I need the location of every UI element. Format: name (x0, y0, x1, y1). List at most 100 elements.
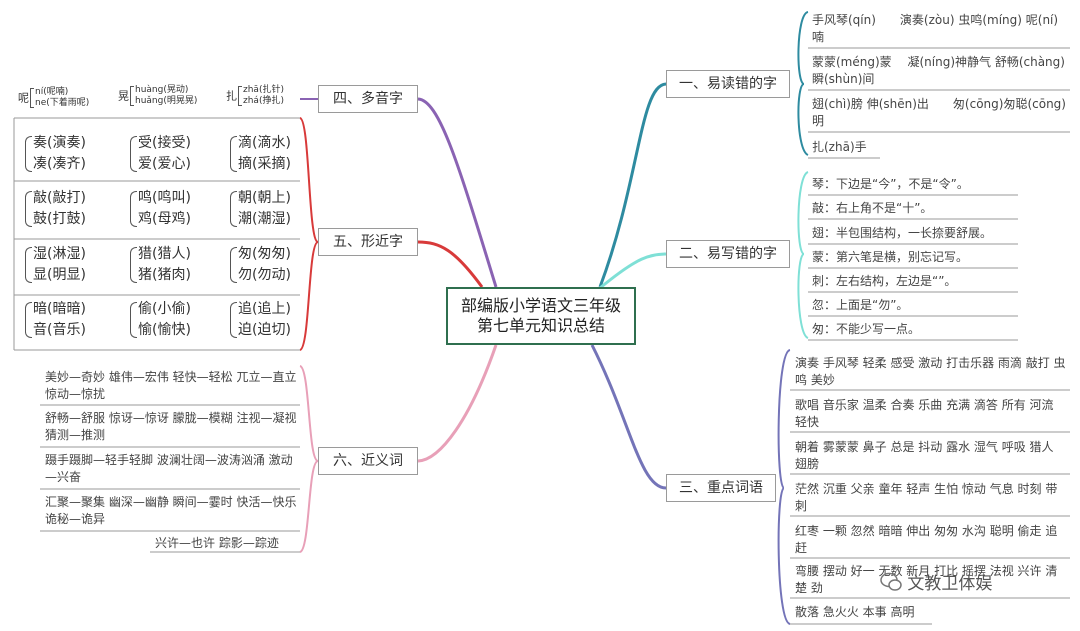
central-topic[interactable]: 部编版小学语文三年级 第七单元知识总结 (446, 287, 636, 345)
similar-char-pair: 朝(朝上)潮(潮湿) (230, 188, 291, 230)
link-b1 (598, 82, 667, 288)
b6-item-1: 美妙—奇妙 雄伟—宏伟 轻快—轻松 兀立—直立 惊动—惊扰 (45, 370, 297, 401)
polyphone-reading: ní(呢喃) (35, 87, 69, 97)
similar-char-word: 追(追上) (238, 301, 291, 317)
similar-char-word: 爱(爱心) (138, 156, 191, 172)
central-title-line1: 部编版小学语文三年级 (460, 296, 621, 315)
similar-char-word: 鸣(鸣叫) (138, 190, 191, 206)
similar-char-word: 凑(凑齐) (33, 156, 86, 172)
b6-item-4: 汇聚—聚集 幽深—幽静 瞬间—霎时 快活—快乐 诡秘—诡异 (45, 495, 297, 526)
similar-char-word: 滴(滴水) (238, 135, 291, 151)
similar-char-word: 音(音乐) (33, 322, 86, 338)
b1-item-1: 手风琴(qín) 演奏(zòu) 虫鸣(míng) 呢(ní)喃 (812, 13, 1059, 44)
branch-synonyms[interactable]: 六、近义词 (318, 447, 418, 475)
link-b2 (599, 252, 667, 290)
similar-char-pair: 受(接受) 爱(爱心) (130, 133, 191, 175)
similar-char-word: 偷(小偷) (138, 301, 191, 317)
polyphone-char: 晃 (118, 89, 129, 103)
branch-key-words[interactable]: 三、重点词语 (666, 474, 776, 502)
similar-char-pair: 追(追上) 迫(迫切) (230, 299, 291, 341)
link-b3 (590, 344, 667, 490)
b2-item-4: 蒙：第六笔是横，别忘记写。 (812, 250, 969, 264)
brace-icon (25, 136, 32, 172)
branch-polyphones[interactable]: 四、多音字 (318, 85, 418, 113)
link-b6 (417, 344, 498, 463)
brace-icon (130, 136, 137, 172)
similar-char-pair: 猎(猎人) 猪(猪肉) (130, 244, 191, 286)
b3-item-6: 弯腰 摆动 好一 无数 新月 打比 摇摆 法视 兴许 清楚 劲 (795, 564, 1058, 595)
polyphone-char: 扎 (226, 89, 237, 103)
brace-icon (25, 191, 32, 227)
link-b5-trunk (299, 117, 319, 351)
similar-char-pair: 湿(淋湿) 显(明显) (25, 244, 86, 286)
brace-icon (30, 88, 34, 108)
similar-char-pair: 鸣(鸣叫) 鸡(母鸡) (130, 188, 191, 230)
brace-icon (230, 302, 237, 338)
polyphone-zha: 扎 zhā(扎针) zhá(挣扎) (226, 85, 284, 107)
link-b5 (417, 240, 484, 288)
similar-char-word: 迫(迫切) (238, 322, 291, 338)
similar-char-pair: 匆(匆匆) 勿(勿动) (230, 244, 291, 286)
b3-item-7: 散落 急火火 本事 高明 (795, 605, 915, 619)
watermark-text: 文教卫体娱 (907, 574, 993, 594)
b3-item-2: 歌唱 音乐家 温柔 合奏 乐曲 充满 滴答 所有 河流 轻快 (795, 398, 1054, 429)
similar-char-word: 湿(淋湿) (33, 246, 86, 262)
similar-char-word: 匆(匆匆) (238, 246, 291, 262)
polyphone-reading: huǎng(明晃晃) (135, 96, 198, 106)
link-b1-trunk (797, 11, 809, 156)
similar-char-word: 朝(朝上) (238, 190, 291, 206)
similar-char-word: 猎(猎人) (138, 246, 191, 262)
polyphone-reading: huàng(晃动) (135, 85, 189, 95)
similar-char-word: 摘(采摘) (238, 156, 291, 172)
b2-item-7: 匆：不能少写一点。 (812, 322, 921, 336)
brace-icon (238, 86, 242, 106)
similar-char-word: 敲(敲打) (33, 190, 86, 206)
similar-char-pair: 偷(小偷)愉(愉快) (130, 299, 191, 341)
polyphone-ni: 呢 ní(呢喃) ne(下着雨呢) (18, 87, 89, 109)
b3-item-1: 演奏 手风琴 轻柔 感受 激动 打击乐器 雨滴 敲打 虫鸣 美妙 (795, 356, 1066, 387)
b3-item-3: 朝着 雾蒙蒙 鼻子 总是 抖动 露水 湿气 呼吸 猎人 翅膀 (795, 440, 1054, 471)
similar-char-pair: 奏(演奏) 凑(凑齐) (25, 133, 86, 175)
similar-char-pair: 暗(暗暗)音(音乐) (25, 299, 86, 341)
polyphone-reading: zhā(扎针) (243, 85, 284, 95)
central-title-line2: 第七单元知识总结 (476, 316, 605, 335)
polyphone-reading: zhá(挣扎) (243, 96, 284, 106)
similar-char-pair: 敲(敲打) 鼓(打鼓) (25, 188, 86, 230)
similar-char-word: 奏(演奏) (33, 135, 86, 151)
link-b3-trunk (777, 349, 791, 625)
b6-item-5: 兴许—也许 踪影—踪迹 (155, 536, 279, 550)
brace-icon (230, 136, 237, 172)
b2-item-6: 忽：上面是“勿”。 (812, 298, 909, 312)
similar-char-word: 勿(勿动) (238, 267, 291, 283)
brace-icon (25, 247, 32, 283)
branch-similar-chars[interactable]: 五、形近字 (318, 228, 418, 256)
b1-item-3: 翅(chì)膀 伸(shēn)出 匆(cōng)匆聪(cōng)明 (812, 97, 1066, 128)
branch-write-errors[interactable]: 二、易写错的字 (666, 240, 790, 268)
brace-icon (130, 302, 137, 338)
similar-char-word: 受(接受) (138, 135, 191, 151)
b1-item-2: 蒙蒙(méng)蒙 凝(níng)神静气 舒畅(chàng) 瞬(shùn)间 (812, 55, 1067, 86)
b6-item-3: 蹑手蹑脚—轻手轻脚 波澜壮阔—波涛汹涌 激动—兴奋 (45, 453, 293, 484)
polyphone-huang: 晃 huàng(晃动) huǎng(明晃晃) (118, 85, 197, 107)
link-b2-trunk (797, 171, 809, 339)
similar-char-word: 鸡(母鸡) (138, 211, 191, 227)
link-b4 (417, 97, 498, 288)
brace-icon (25, 302, 32, 338)
similar-char-word: 显(明显) (33, 267, 86, 283)
similar-char-pair: 滴(滴水) 摘(采摘) (230, 133, 291, 175)
brace-icon (230, 191, 237, 227)
brace-icon (130, 247, 137, 283)
b2-item-2: 敲：右上角不是“十”。 (812, 201, 933, 215)
b3-item-5: 红枣 一颗 忽然 暗暗 伸出 匆匆 水沟 聪明 偷走 追赶 (795, 524, 1058, 555)
b2-item-3: 翅：半包围结构，一长捺要舒展。 (812, 226, 993, 240)
watermark: 文教卫体娱 (880, 569, 992, 594)
brace-icon (130, 191, 137, 227)
branch-read-errors[interactable]: 一、易读错的字 (666, 70, 790, 98)
similar-char-word: 猪(猪肉) (138, 267, 191, 283)
b2-item-1: 琴：下边是“今”，不是“令”。 (812, 177, 969, 191)
similar-char-word: 鼓(打鼓) (33, 211, 86, 227)
b6-item-2: 舒畅—舒服 惊讶—惊讶 朦胧—模糊 注视—凝视 猜测—推测 (45, 411, 297, 442)
frame-lines (13, 47, 1070, 625)
